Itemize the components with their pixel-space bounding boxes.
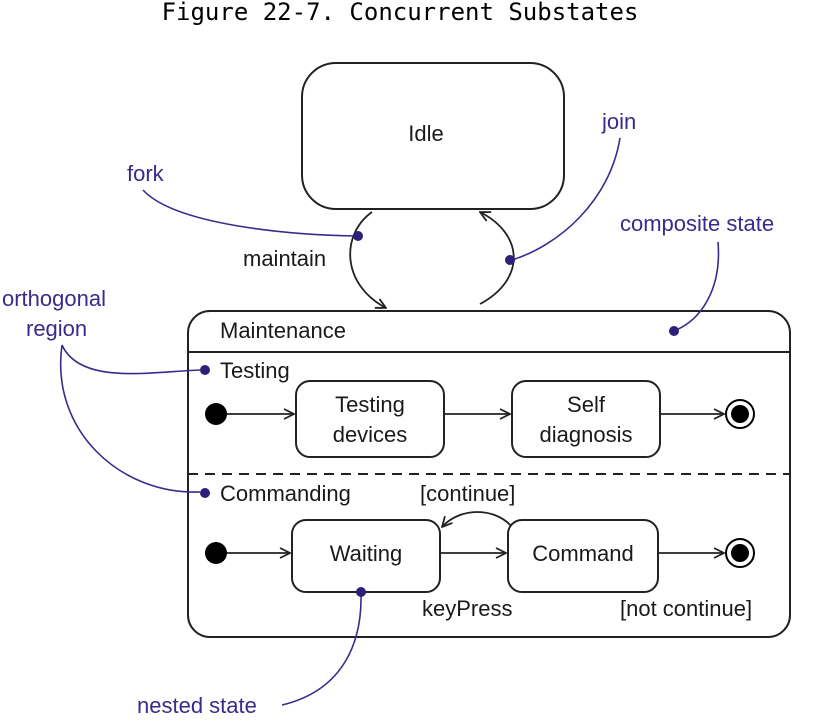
command-state [507,519,659,593]
orthogonal-region-leader-testing [61,344,201,375]
fork-annotation-dot [353,231,363,241]
idle-state [301,62,565,210]
commanding-final-state-core [731,544,749,562]
testing-devices-label-line2: devices [333,422,408,447]
testing-devices-state [295,380,445,458]
testing-devices-label-line1: Testing [335,392,405,417]
composite-state-annotation-dot [669,326,679,336]
commanding-initial-pseudostate [205,542,227,564]
maintain-transition [349,211,386,308]
idle-state-label: Idle [408,121,443,146]
waiting-state-label: Waiting [330,541,403,566]
commanding-region-marker [200,488,210,498]
fork-annotation-label: fork [127,161,165,186]
composite-state-annotation-leader [675,241,720,331]
maintenance-state-label: Maintenance [220,318,346,343]
keypress-event-label: keyPress [422,596,512,621]
join-annotation-leader [511,137,621,261]
nested-state-annotation-label: nested state [137,693,257,718]
self-diagnosis-state [511,380,661,458]
join-annotation-dot [505,255,515,265]
testing-region-label: Testing [220,358,290,383]
nested-state-annotation-dot [356,587,366,597]
orthogonal-region-annotation-line2: region [26,316,87,341]
self-diagnosis-label-line1: Self [567,392,606,417]
composite-state-annotation-label: composite state [620,211,774,236]
not-continue-guard-label: [not continue] [620,596,752,621]
commanding-region-label: Commanding [220,481,351,506]
continue-transition [442,511,513,527]
maintain-transition-label: maintain [243,246,326,271]
fork-annotation-leader [142,189,357,237]
nested-state-annotation-leader [281,593,362,706]
continue-guard-label: [continue] [420,481,515,506]
figure-title: Figure 22-7. Concurrent Substates [162,0,639,26]
orthogonal-region-annotation-line1: orthogonal [2,286,106,311]
command-state-label: Command [532,541,633,566]
self-diagnosis-label-line2: diagnosis [540,422,633,447]
join-annotation-label: join [601,109,636,134]
testing-final-state-core [731,405,749,423]
testing-initial-pseudostate [205,403,227,425]
orthogonal-region-leader-commanding [59,344,201,493]
testing-region-marker [200,365,210,375]
